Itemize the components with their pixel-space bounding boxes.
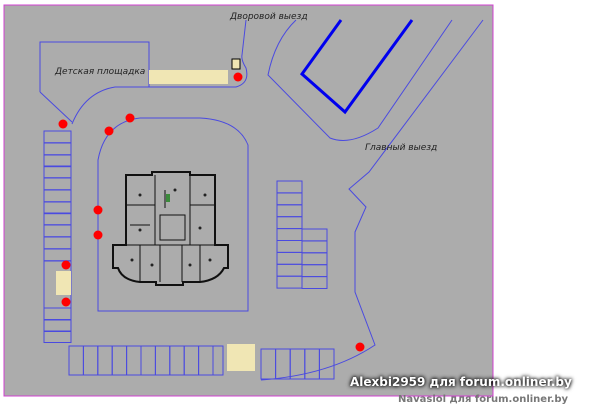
marker — [104, 126, 114, 136]
marker — [61, 297, 71, 307]
marker — [93, 230, 103, 240]
route-line — [299, 19, 414, 115]
marker — [233, 72, 243, 82]
yard-exit-road — [267, 19, 453, 141]
parking-space — [301, 276, 328, 290]
building — [112, 171, 229, 286]
pad-bottom — [227, 344, 255, 371]
parking-space — [318, 348, 335, 380]
label-main-exit: Главный выезд — [365, 143, 437, 153]
parking-space — [43, 201, 72, 215]
parking-space — [43, 330, 72, 343]
markers — [58, 72, 365, 352]
parking-space — [212, 345, 224, 376]
parking-space — [43, 154, 72, 168]
playground-diagonal — [39, 91, 73, 123]
booth — [231, 58, 241, 70]
main-exit-road — [260, 19, 484, 381]
playground-outline — [39, 41, 150, 92]
label-playground: Детская площадка — [54, 67, 145, 77]
watermark-primary: Alexbi2959 для forum.onliner.by — [350, 375, 572, 389]
yard-road-edge — [71, 19, 248, 125]
pad-top — [149, 70, 228, 84]
pad-left — [56, 271, 71, 295]
marker — [355, 342, 365, 352]
marker — [61, 260, 71, 270]
sheet-border — [3, 4, 494, 397]
marker — [58, 119, 68, 129]
marker — [93, 205, 103, 215]
marker — [125, 113, 135, 123]
watermark-secondary: Navasiol для forum.onliner.by — [398, 394, 569, 405]
parking-spaces — [43, 130, 335, 380]
label-yard-exit: Дворовой выезд — [229, 12, 308, 22]
inner-driveway — [97, 117, 249, 312]
